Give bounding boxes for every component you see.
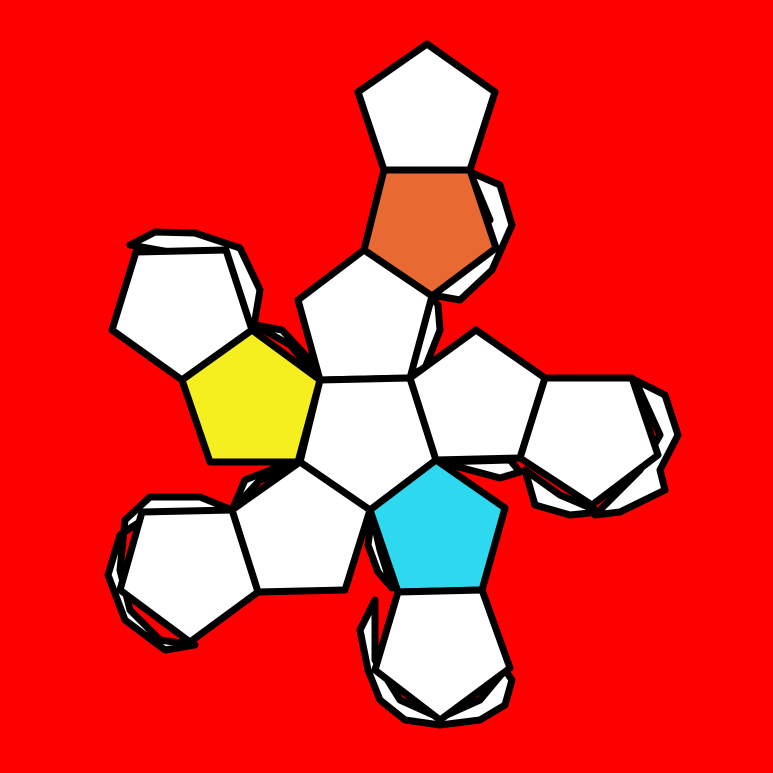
tab-right-bottom — [521, 466, 604, 519]
face-bottom — [371, 586, 514, 724]
tab-bottom-left — [104, 493, 236, 654]
face-orange — [360, 166, 500, 300]
face-yellow — [178, 326, 324, 466]
pentagon-faces — [108, 40, 662, 724]
face-right-mid — [406, 326, 549, 464]
face-bottom-left — [116, 506, 262, 646]
face-lower-left — [228, 458, 374, 596]
face-right — [516, 374, 662, 509]
tab-bottom — [356, 596, 516, 729]
